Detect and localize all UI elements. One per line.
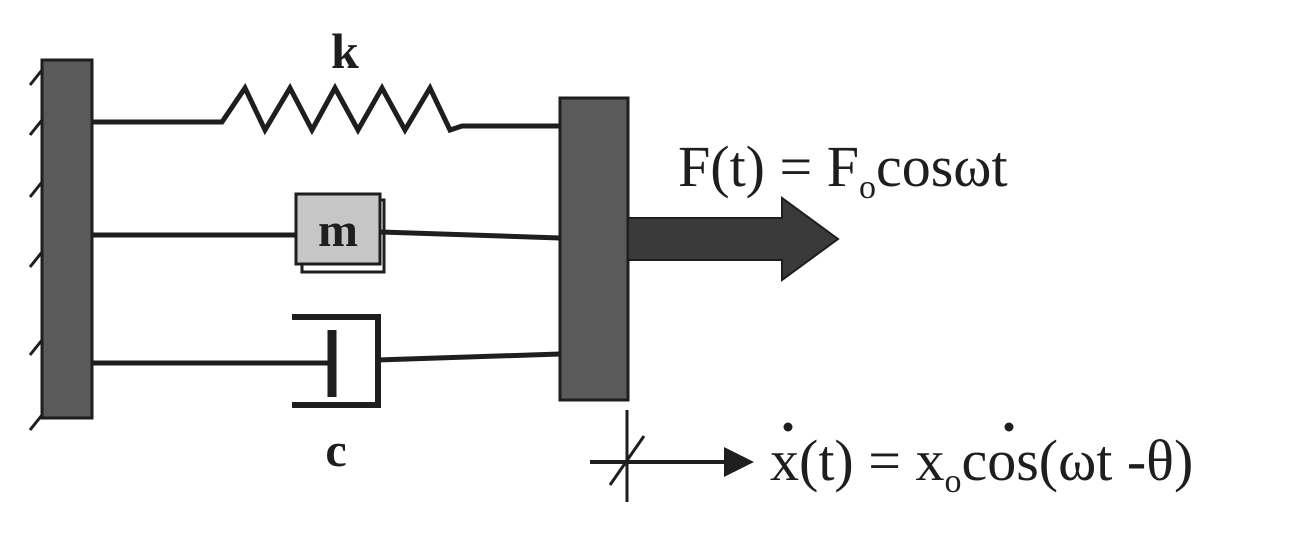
mass-label: m (318, 204, 358, 257)
damper-rod-right (377, 351, 561, 363)
velocity-equation-rhs: cos(ωt -θ) (961, 428, 1193, 493)
force-equation-subscript: o (859, 169, 876, 206)
fixed-wall-block (40, 58, 94, 420)
velocity-equation: x(t) = xocos(ωt -θ) (770, 428, 1193, 500)
velocity-equation-lhs: x(t) = x (770, 428, 944, 493)
mass-box (294, 192, 382, 266)
wall-hatching (28, 69, 44, 431)
spring-label: k (331, 23, 359, 79)
velocity-arrowhead (724, 447, 754, 477)
force-equation-rhs: cosωt (876, 134, 1008, 199)
fixed-wall (28, 58, 94, 431)
velocity-dot-2 (1004, 422, 1014, 432)
damper-label: c (325, 424, 346, 477)
damper-cylinder (292, 314, 381, 408)
mass-link-right (380, 229, 561, 241)
force-arrow (627, 196, 840, 282)
velocity-equation-subscript: o (944, 463, 961, 500)
force-equation: F(t) = Focosωt (678, 134, 1008, 206)
spring (92, 82, 560, 136)
velocity-dot-1 (783, 422, 793, 432)
force-equation-lhs: F(t) = F (678, 134, 859, 199)
moving-block (558, 96, 630, 402)
